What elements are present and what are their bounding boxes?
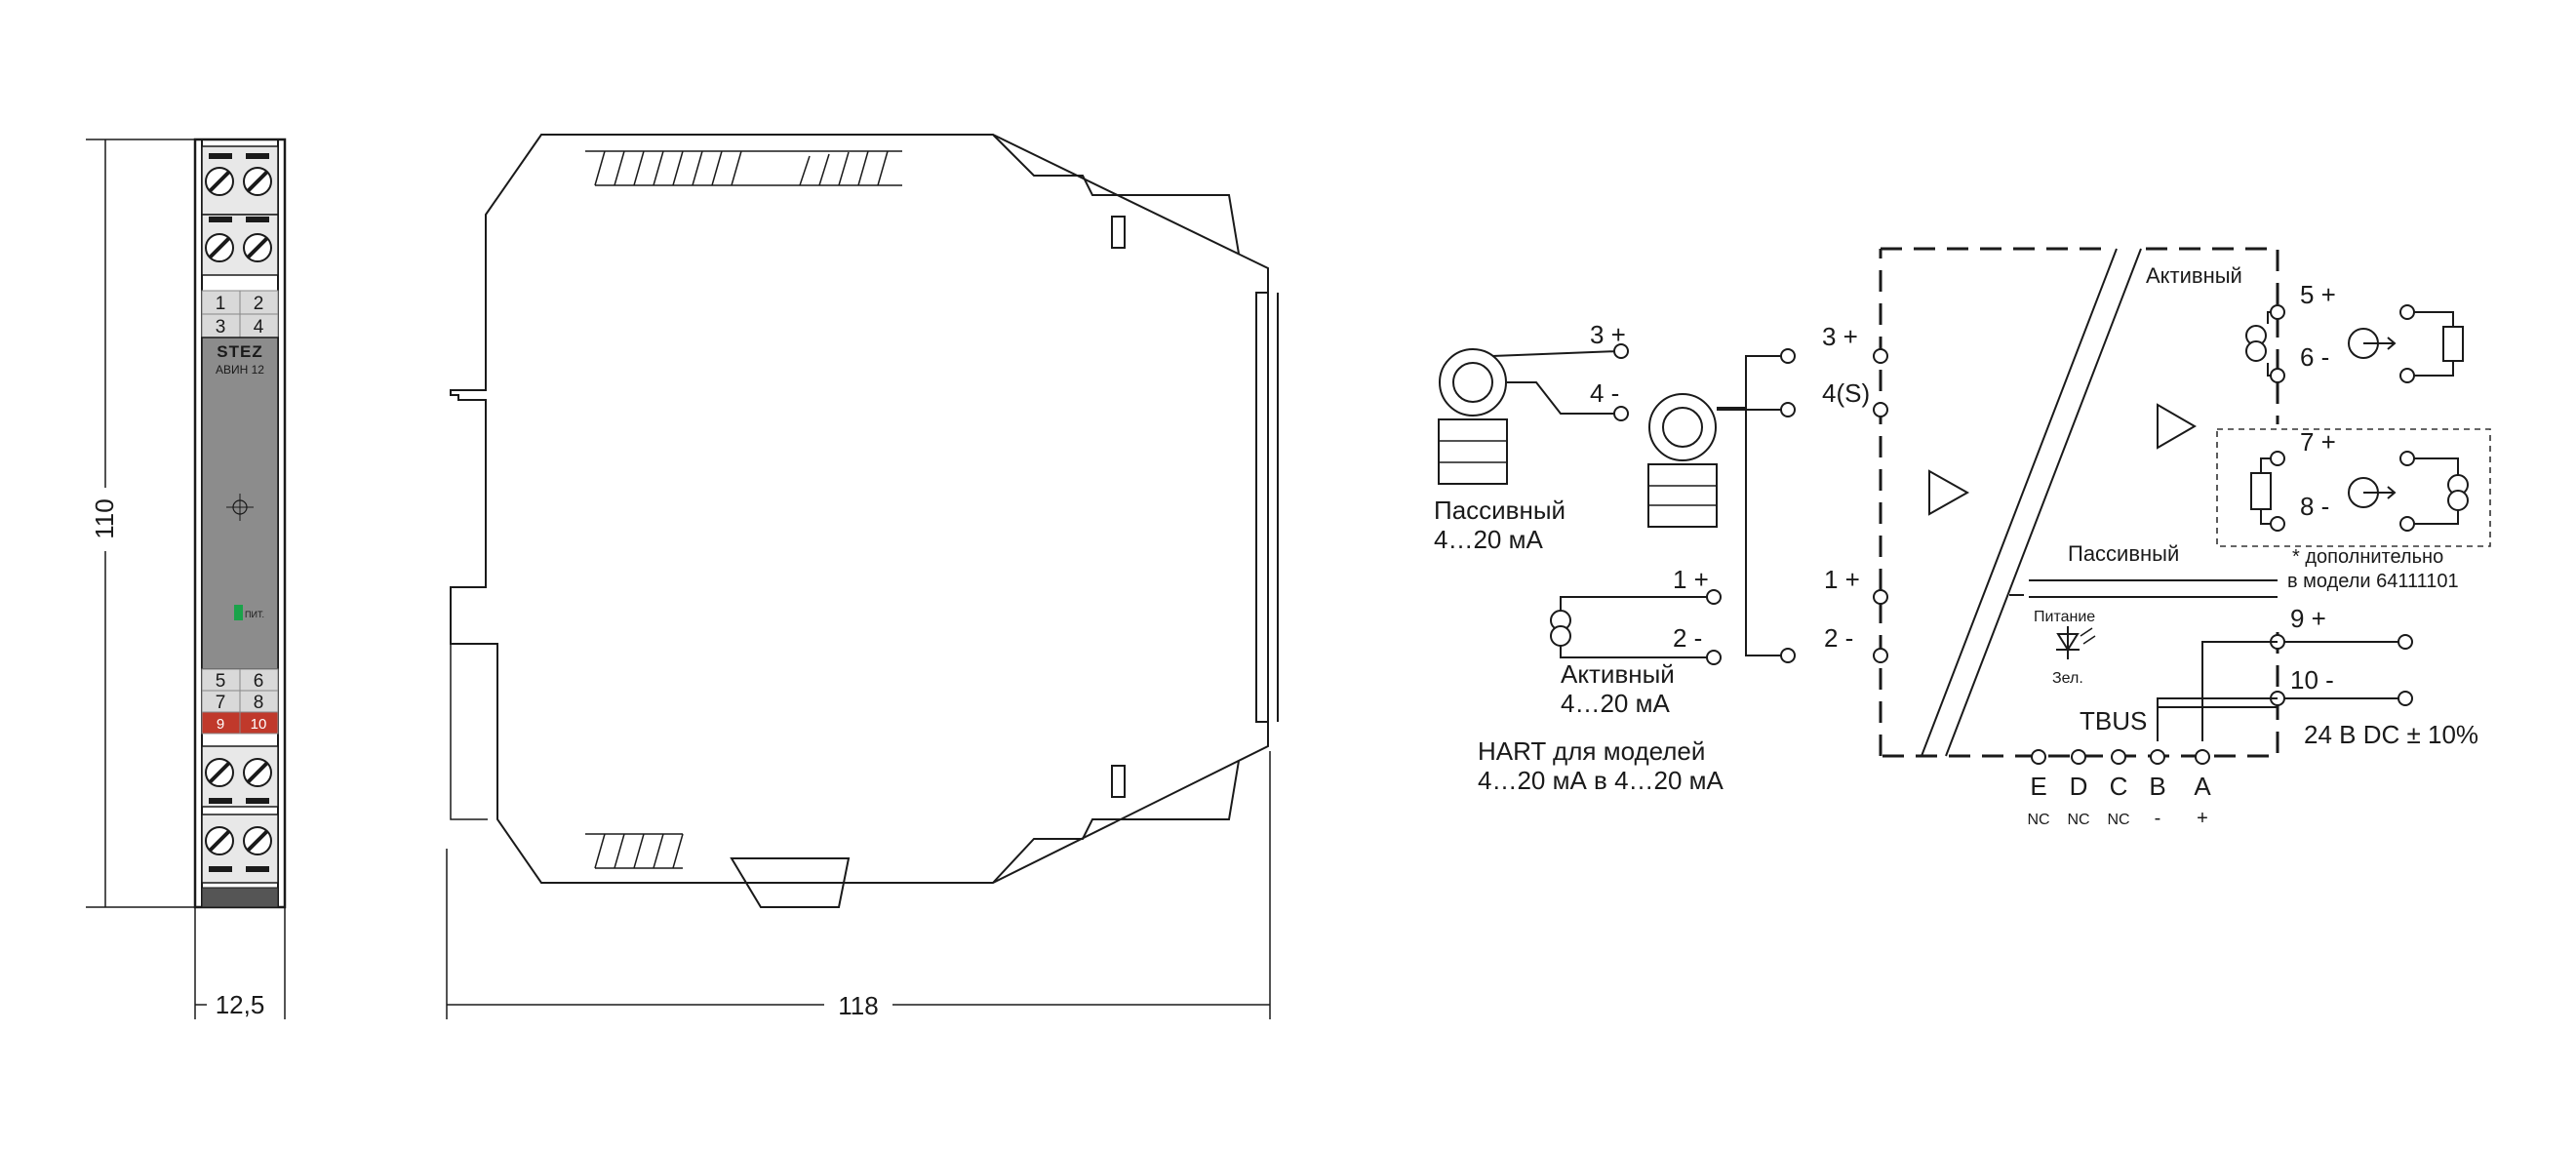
- power-led-label: ПИТ.: [245, 610, 264, 619]
- model-name: АВИН 12: [216, 363, 264, 377]
- height-dimension: 110: [86, 139, 195, 908]
- output-8: 8 -: [2300, 492, 2329, 521]
- input-terminal-3: 3 +: [1590, 320, 1626, 349]
- led-color-label: Зел.: [2052, 670, 2083, 687]
- input-terminal-4: 4 -: [1590, 378, 1619, 408]
- terminal-9: 9: [217, 716, 224, 733]
- terminal-4: 4: [254, 317, 264, 338]
- bottom-vents: [585, 833, 684, 869]
- power-led: [234, 605, 243, 620]
- top-screw-terminals: [201, 145, 279, 276]
- brand-logo: STEZ: [217, 342, 262, 361]
- center-mark-icon: [226, 494, 254, 521]
- module-in-3: 3 +: [1822, 322, 1858, 351]
- transmitter-icon: [1438, 348, 1508, 485]
- top-vents: [585, 150, 902, 186]
- output-5: 5 +: [2300, 280, 2336, 309]
- bus-pin-a-sign: +: [2197, 808, 2208, 829]
- wiring-schematic: 3 + 4 - Пассивный 4…20 мА 1 + 2 - Активн…: [1434, 247, 2491, 829]
- bus-pins: E D C B A NC NC NC - +: [2027, 749, 2211, 829]
- module-in-4: 4(S): [1822, 378, 1870, 408]
- depth-label: 118: [838, 991, 878, 1020]
- bus-pin-d: D: [2070, 772, 2088, 801]
- passive-range: 4…20 мА: [1434, 525, 1543, 554]
- bus-pin-d-sign: NC: [2067, 812, 2089, 828]
- hart-transmitter-icon: [1647, 393, 1718, 528]
- front-view: 110 12,5: [86, 138, 287, 1019]
- height-label: 110: [90, 498, 119, 538]
- width-dimension: 12,5: [194, 907, 286, 1019]
- power-indicator-label: Питание: [2034, 609, 2095, 625]
- hart-line-2: 4…20 мА в 4…20 мА: [1478, 766, 1724, 795]
- module-in-2: 2 -: [1824, 623, 1853, 653]
- terminal-labels-bottom: 5 6 7 8 9 10: [201, 668, 279, 735]
- bus-pin-a: A: [2194, 772, 2211, 801]
- active-mode-label: Активный: [2146, 263, 2242, 288]
- terminal-10: 10: [251, 716, 267, 733]
- amplifier-icon: [1928, 469, 1970, 516]
- option-note-2: в модели 64111101: [2287, 571, 2459, 592]
- output-amplifier-icon: [2157, 403, 2197, 450]
- led-icon: [2056, 626, 2096, 659]
- module-in-1: 1 +: [1824, 565, 1860, 594]
- hart-line-1: HART для моделей: [1478, 736, 1705, 766]
- supply-voltage: 24 В DC ± 10%: [2304, 720, 2478, 749]
- bus-pin-e-sign: NC: [2027, 812, 2049, 828]
- output-7: 7 +: [2300, 427, 2336, 457]
- active-range: 4…20 мА: [1561, 689, 1670, 718]
- passive-label: Пассивный: [1434, 496, 1565, 525]
- active-label: Активный: [1561, 659, 1675, 689]
- passive-mode-label: Пассивный: [2068, 541, 2179, 566]
- terminal-5: 5: [216, 671, 226, 692]
- width-label: 12,5: [216, 990, 265, 1019]
- current-source-icon: [1550, 610, 1571, 647]
- bus-pin-c: C: [2110, 772, 2128, 801]
- terminal-1: 1: [216, 294, 226, 314]
- output-7-8: 7 + 8 -: [2250, 427, 2469, 532]
- input-terminal-2: 2 -: [1673, 623, 1702, 653]
- bus-label: TBUS: [2080, 706, 2147, 735]
- side-view: 118: [446, 134, 1279, 1020]
- optional-output-box: [2216, 428, 2491, 547]
- terminal-3: 3: [216, 317, 226, 338]
- bottom-screw-terminals: [201, 745, 279, 908]
- bus-pin-e: E: [2030, 772, 2046, 801]
- depth-dimension: 118: [446, 751, 1271, 1020]
- terminal-7: 7: [216, 693, 226, 713]
- bus-pin-c-sign: NC: [2107, 812, 2129, 828]
- input-terminal-1: 1 +: [1673, 565, 1709, 594]
- terminal-2: 2: [254, 294, 264, 314]
- terminal-labels-top: 1 2 3 4: [201, 290, 279, 338]
- option-note-1: * дополнительно: [2292, 546, 2443, 568]
- bus-pin-b-sign: -: [2155, 808, 2161, 829]
- terminal-6: 6: [254, 671, 264, 692]
- output-5-6: 5 + 6 -: [2245, 280, 2464, 383]
- output-6: 6 -: [2300, 342, 2329, 372]
- bus-pin-b: B: [2149, 772, 2165, 801]
- power-terminal-10: 10 -: [2290, 665, 2334, 695]
- power-terminal-9: 9 +: [2290, 604, 2326, 633]
- terminal-8: 8: [254, 693, 264, 713]
